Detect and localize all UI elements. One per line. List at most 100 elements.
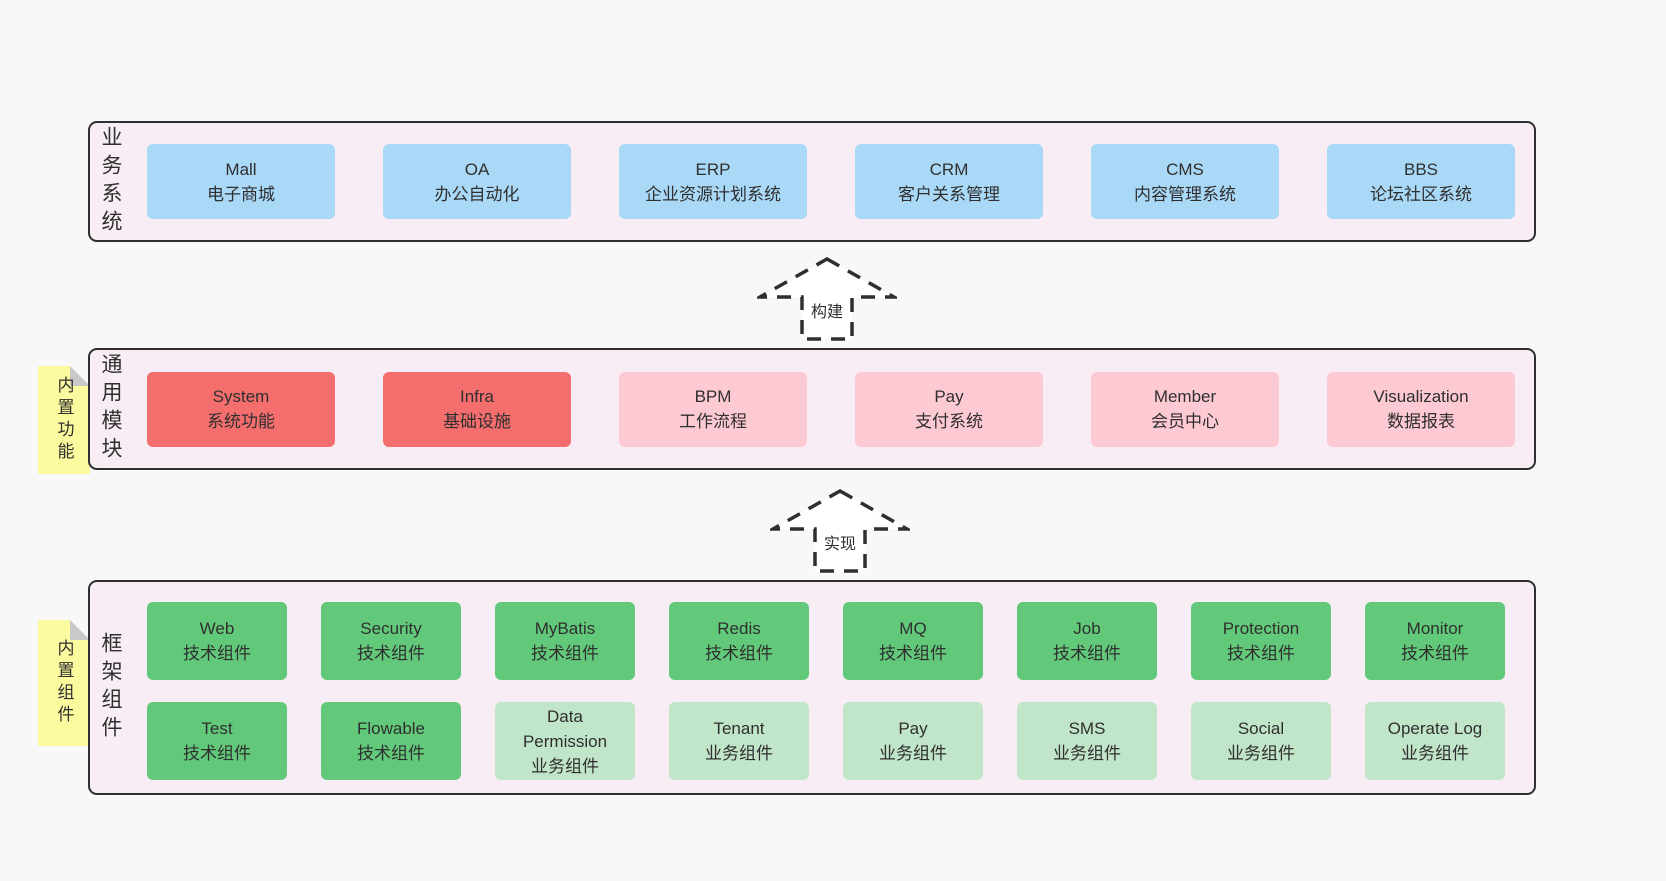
box-subtitle: 工作流程 — [679, 412, 747, 431]
box-redis: Redis 技术组件 — [669, 602, 809, 680]
section-label: 框架组件 — [99, 631, 122, 744]
box-title: Member — [1153, 387, 1217, 406]
box-tenant: Tenant 业务组件 — [669, 702, 809, 780]
section-label: 通用模块 — [99, 353, 122, 465]
section-business-systems: 业务系统 Mall 电子商城 OA 办公自动化 ERP 企业资源计划系统 CRM… — [88, 121, 1536, 242]
box-subtitle: 技术组件 — [357, 744, 425, 763]
box-title: MQ — [899, 619, 927, 638]
components-rows: Web 技术组件 Security 技术组件 MyBatis 技术组件 Redi… — [147, 602, 1505, 780]
arrow-label: 构建 — [807, 298, 847, 322]
box-title: BPM — [694, 387, 732, 406]
box-cms: CMS 内容管理系统 — [1091, 144, 1279, 219]
sticky-text: 内置功能 — [54, 376, 74, 464]
box-title: SMS — [1068, 719, 1106, 738]
box-data-permission: Data Permission 业务组件 — [495, 702, 635, 780]
up-arrow-implement: 实现 — [766, 488, 914, 574]
box-flowable: Flowable 技术组件 — [321, 702, 461, 780]
box-subtitle: 业务组件 — [1053, 744, 1121, 763]
box-title: Mall — [225, 159, 257, 179]
box-monitor: Monitor 技术组件 — [1365, 602, 1505, 680]
box-subtitle: 技术组件 — [1401, 644, 1469, 663]
box-infra: Infra 基础设施 — [383, 371, 571, 447]
box-mall: Mall 电子商城 — [147, 144, 335, 219]
box-subtitle: 业务组件 — [1227, 744, 1295, 763]
sticky-fold-corner — [70, 620, 90, 640]
box-subtitle: 技术组件 — [1227, 644, 1295, 663]
box-title: Job — [1073, 619, 1101, 638]
box-subtitle: 支付系统 — [915, 412, 983, 431]
box-system: System 系统功能 — [147, 371, 335, 447]
box-subtitle: 企业资源计划系统 — [645, 184, 781, 204]
box-subtitle: 技术组件 — [879, 644, 947, 663]
box-subtitle: 业务组件 — [1401, 744, 1469, 763]
box-title: Infra — [459, 387, 495, 406]
box-bpm: BPM 工作流程 — [619, 371, 807, 447]
arrow-label: 实现 — [820, 530, 860, 554]
section-common-modules: 通用模块 System 系统功能 Infra 基础设施 BPM 工作流程 Pay… — [88, 348, 1536, 470]
box-subtitle: 技术组件 — [1053, 644, 1121, 663]
components-row-1: Web 技术组件 Security 技术组件 MyBatis 技术组件 Redi… — [147, 602, 1505, 680]
modules-boxes-row: System 系统功能 Infra 基础设施 BPM 工作流程 Pay 支付系统… — [147, 350, 1515, 468]
components-row-2: Test 技术组件 Flowable 技术组件 Data Permission … — [147, 702, 1505, 780]
box-oa: OA 办公自动化 — [383, 144, 571, 219]
box-erp: ERP 企业资源计划系统 — [619, 144, 807, 219]
box-subtitle: 内容管理系统 — [1134, 184, 1236, 204]
box-bbs: BBS 论坛社区系统 — [1327, 144, 1515, 219]
section-framework-components: 框架组件 Web 技术组件 Security 技术组件 MyBatis 技术组件… — [88, 580, 1536, 795]
box-subtitle: 电子商城 — [207, 184, 275, 204]
box-title: Data Permission — [522, 706, 608, 751]
box-operate-log: Operate Log 业务组件 — [1365, 702, 1505, 780]
box-subtitle: 业务组件 — [705, 744, 773, 763]
box-title: Monitor — [1406, 619, 1464, 638]
box-title: OA — [464, 159, 490, 179]
box-title: Pay — [898, 719, 928, 738]
box-title: Flowable — [356, 719, 426, 738]
box-member: Member 会员中心 — [1091, 371, 1279, 447]
box-subtitle: 基础设施 — [443, 412, 511, 431]
box-subtitle: 论坛社区系统 — [1370, 184, 1472, 204]
box-subtitle: 业务组件 — [531, 756, 599, 776]
box-subtitle: 会员中心 — [1151, 412, 1219, 431]
box-title: Security — [360, 619, 422, 638]
box-mq: MQ 技术组件 — [843, 602, 983, 680]
box-title: ERP — [695, 159, 731, 179]
box-security: Security 技术组件 — [321, 602, 461, 680]
box-title: Tenant — [713, 719, 765, 738]
box-subtitle: 技术组件 — [183, 644, 251, 663]
box-test: Test 技术组件 — [147, 702, 287, 780]
section-label: 业务系统 — [99, 125, 122, 238]
box-protection: Protection 技术组件 — [1191, 602, 1331, 680]
box-crm: CRM 客户关系管理 — [855, 144, 1043, 219]
box-subtitle: 技术组件 — [357, 644, 425, 663]
box-sms: SMS 业务组件 — [1017, 702, 1157, 780]
box-title: BBS — [1403, 159, 1439, 179]
box-title: MyBatis — [534, 619, 596, 638]
box-title: Social — [1237, 719, 1285, 738]
box-title: Test — [201, 719, 233, 738]
box-title: CMS — [1166, 159, 1204, 179]
box-title: Web — [199, 619, 235, 638]
box-web: Web 技术组件 — [147, 602, 287, 680]
box-subtitle: 客户关系管理 — [898, 184, 1000, 204]
box-title: CRM — [929, 159, 969, 179]
box-subtitle: 办公自动化 — [434, 184, 520, 204]
box-mybatis: MyBatis 技术组件 — [495, 602, 635, 680]
box-title: Pay — [934, 387, 964, 406]
box-job: Job 技术组件 — [1017, 602, 1157, 680]
box-title: System — [212, 387, 270, 406]
box-subtitle: 技术组件 — [705, 644, 773, 663]
box-pay: Pay 支付系统 — [855, 371, 1043, 447]
up-arrow-build: 构建 — [753, 256, 901, 342]
box-pay-biz: Pay 业务组件 — [843, 702, 983, 780]
business-boxes-row: Mall 电子商城 OA 办公自动化 ERP 企业资源计划系统 CRM 客户关系… — [147, 123, 1515, 240]
box-subtitle: 系统功能 — [207, 412, 275, 431]
box-title: Visualization — [1373, 387, 1469, 406]
box-title: Redis — [717, 619, 761, 638]
box-subtitle: 技术组件 — [531, 644, 599, 663]
sticky-text: 内置组件 — [54, 639, 74, 727]
box-title: Operate Log — [1387, 719, 1483, 738]
sticky-note-built-in-features: 内置功能 — [38, 366, 90, 474]
box-social: Social 业务组件 — [1191, 702, 1331, 780]
box-subtitle: 技术组件 — [183, 744, 251, 763]
